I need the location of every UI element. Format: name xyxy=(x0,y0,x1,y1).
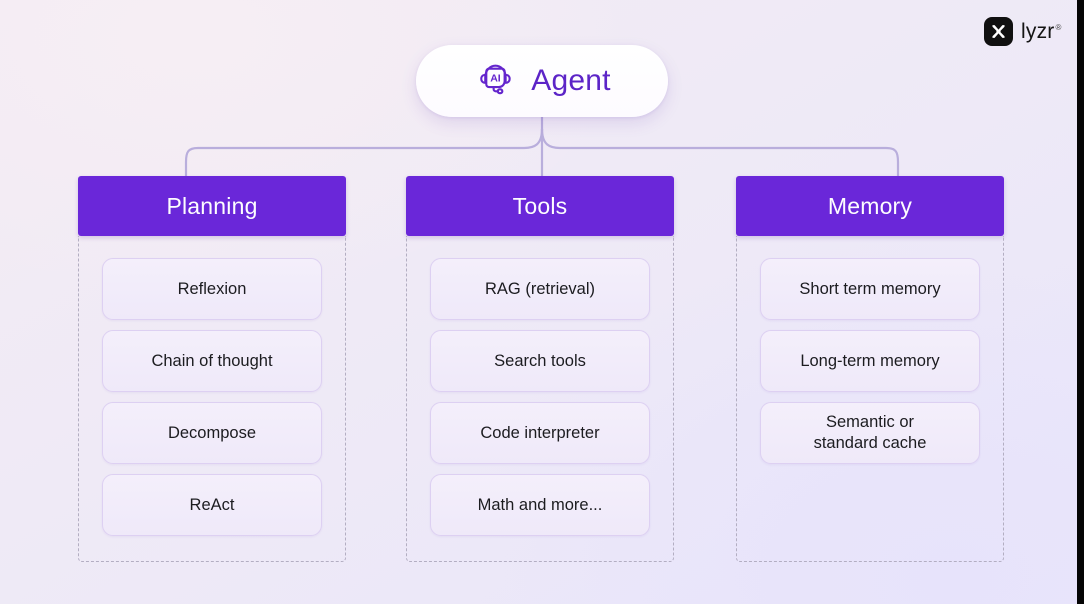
item-card[interactable]: Short term memory xyxy=(760,258,980,320)
column-body-tools: RAG (retrieval) Search tools Code interp… xyxy=(406,236,674,562)
item-card[interactable]: Math and more... xyxy=(430,474,650,536)
item-label: RAG (retrieval) xyxy=(484,279,595,298)
agent-node: AI Agent xyxy=(416,45,668,117)
item-label: Math and more... xyxy=(477,495,603,514)
item-label: Reflexion xyxy=(177,279,247,298)
item-card[interactable]: Long-term memory xyxy=(760,330,980,392)
column-header-planning[interactable]: Planning xyxy=(78,176,346,236)
column-body-planning: Reflexion Chain of thought Decompose ReA… xyxy=(78,236,346,562)
svg-text:AI: AI xyxy=(490,72,501,84)
logo-trademark: ® xyxy=(1055,22,1062,32)
column-header-tools[interactable]: Tools xyxy=(406,176,674,236)
column-body-memory: Short term memory Long-term memory Seman… xyxy=(736,236,1004,562)
logo-word-text: lyzr xyxy=(1021,19,1055,43)
item-label: Search tools xyxy=(494,351,586,370)
column-header-label: Memory xyxy=(827,192,913,219)
lyzr-x-mark-icon xyxy=(984,17,1013,46)
item-card[interactable]: Decompose xyxy=(102,402,322,464)
item-card[interactable]: Code interpreter xyxy=(430,402,650,464)
column-memory: Memory Short term memory Long-term memor… xyxy=(736,176,1004,562)
column-header-label: Planning xyxy=(166,192,258,219)
item-label: Semantic or standard cache xyxy=(813,413,927,452)
logo-wordmark: lyzr® xyxy=(1021,20,1062,44)
ai-headset-icon: AI xyxy=(473,57,517,106)
item-card[interactable]: Semantic or standard cache xyxy=(760,402,980,464)
item-card[interactable]: RAG (retrieval) xyxy=(430,258,650,320)
item-card[interactable]: Reflexion xyxy=(102,258,322,320)
item-label: Chain of thought xyxy=(151,351,273,370)
column-tools: Tools RAG (retrieval) Search tools Code … xyxy=(406,176,674,562)
column-header-label: Tools xyxy=(512,192,568,219)
item-card[interactable]: ReAct xyxy=(102,474,322,536)
item-label: Long-term memory xyxy=(800,351,940,370)
item-card[interactable]: Search tools xyxy=(430,330,650,392)
item-label: Short term memory xyxy=(799,279,941,298)
right-edge-strip xyxy=(1077,0,1084,604)
column-planning: Planning Reflexion Chain of thought Deco… xyxy=(78,176,346,562)
column-header-memory[interactable]: Memory xyxy=(736,176,1004,236)
item-card[interactable]: Chain of thought xyxy=(102,330,322,392)
item-label: ReAct xyxy=(189,495,235,514)
agent-label: Agent xyxy=(531,64,611,97)
lyzr-logo: lyzr® xyxy=(984,17,1062,46)
item-label: Decompose xyxy=(167,423,257,442)
item-label: Code interpreter xyxy=(480,423,600,442)
